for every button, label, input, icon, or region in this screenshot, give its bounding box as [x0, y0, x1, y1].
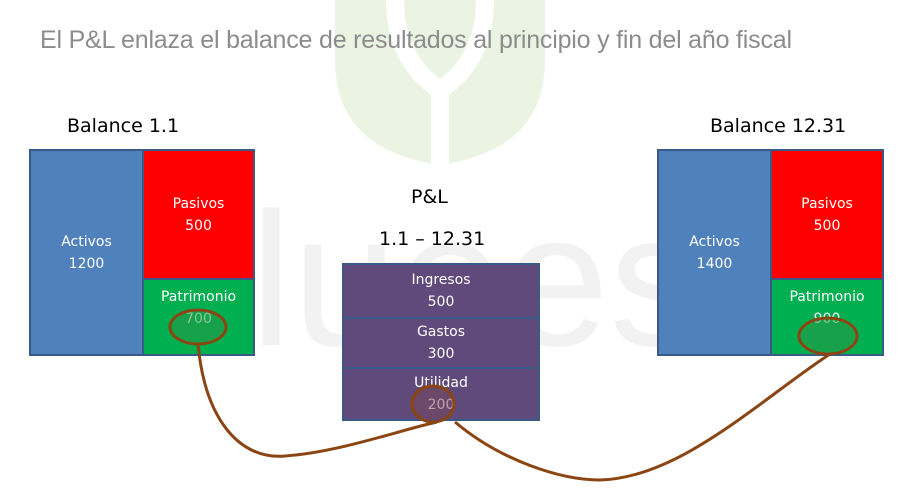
pasivos-value: 500	[185, 217, 212, 234]
pl-ingresos: Ingresos 500	[342, 263, 540, 319]
patrimonio-label: Patrimonio	[789, 289, 865, 305]
balance-start-patrimonio: Patrimonio 700	[142, 278, 255, 356]
utilidad-label: Utilidad	[414, 375, 468, 391]
balance-end-pasivos: Pasivos 500	[770, 149, 884, 280]
utilidad-value: 200	[427, 397, 455, 413]
activos-value: 1200	[68, 255, 105, 272]
balance-start-pasivos: Pasivos 500	[142, 149, 255, 280]
patrimonio-value: 900	[813, 311, 841, 327]
balance-end-heading: Balance 12.31	[710, 115, 847, 137]
balance-end-patrimonio: Patrimonio 900	[770, 278, 884, 356]
activos-value: 1400	[696, 255, 733, 272]
pl-heading: P&L	[411, 186, 448, 208]
slide-title: El P&L enlaza el balance de resultados a…	[40, 26, 792, 54]
activos-label: Activos	[689, 233, 740, 250]
pasivos-value: 500	[813, 217, 841, 234]
activos-label: Activos	[61, 233, 112, 250]
pasivos-label: Pasivos	[801, 195, 853, 212]
gastos-value: 300	[427, 346, 455, 362]
pl-period: 1.1 – 12.31	[379, 228, 486, 250]
balance-end-activos: Activos 1400	[657, 149, 772, 356]
ingresos-value: 500	[427, 294, 455, 310]
pasivos-label: Pasivos	[172, 195, 225, 212]
patrimonio-value: 700	[185, 311, 212, 327]
pl-utilidad: Utilidad 200	[342, 367, 540, 421]
patrimonio-label: Patrimonio	[160, 289, 237, 305]
ingresos-label: Ingresos	[411, 272, 471, 288]
gastos-label: Gastos	[416, 324, 466, 340]
balance-start-heading: Balance 1.1	[67, 115, 180, 137]
pl-gastos: Gastos 300	[342, 317, 540, 369]
balance-start-activos: Activos 1200	[29, 149, 144, 356]
